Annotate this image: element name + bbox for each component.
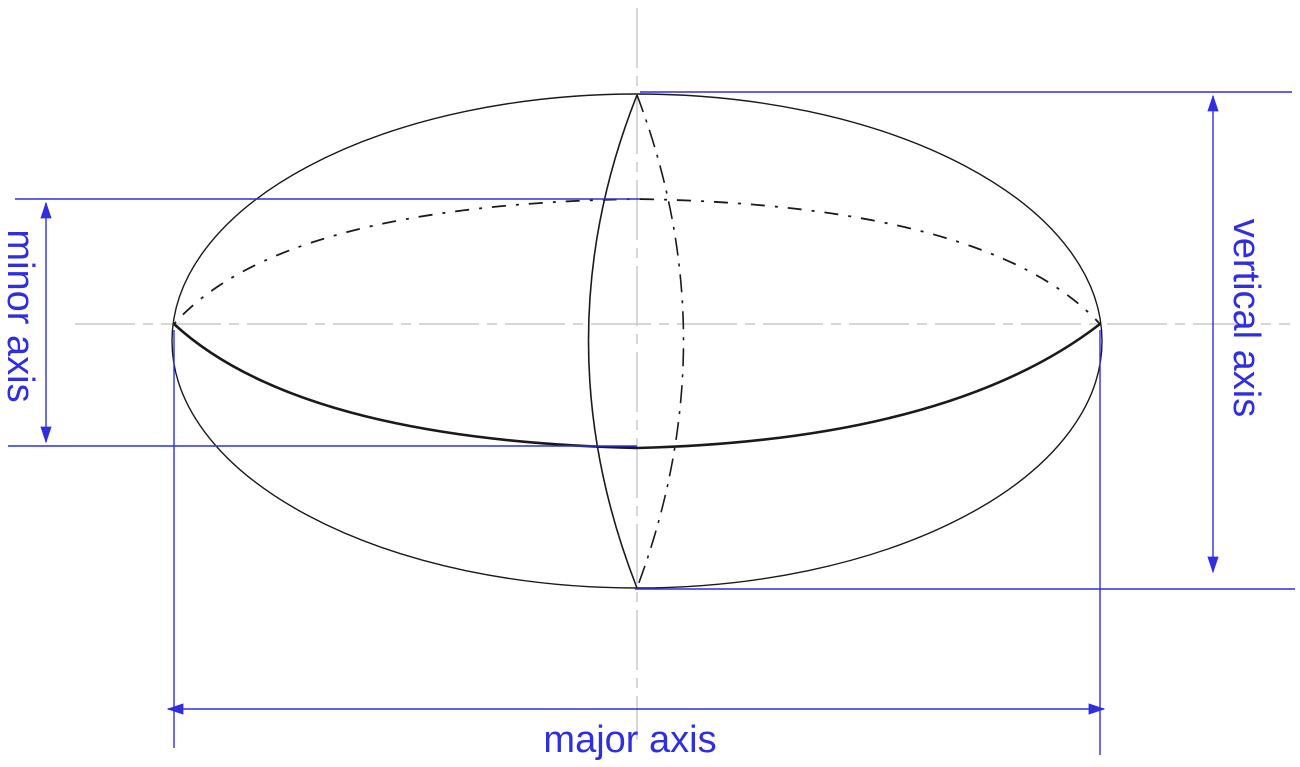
- equator-back: [173, 198, 1101, 325]
- ellipsoid: [171, 93, 1103, 589]
- equator-front: [173, 322, 1101, 450]
- vertical-axis-label: vertical axis: [1225, 219, 1267, 418]
- dimensions: [8, 91, 1295, 755]
- major-axis-label: major axis: [543, 719, 716, 761]
- meridian-front: [587, 94, 638, 589]
- centerlines: [75, 8, 1290, 740]
- meridian-back: [636, 94, 685, 589]
- minor-axis-label: minor axis: [0, 229, 41, 402]
